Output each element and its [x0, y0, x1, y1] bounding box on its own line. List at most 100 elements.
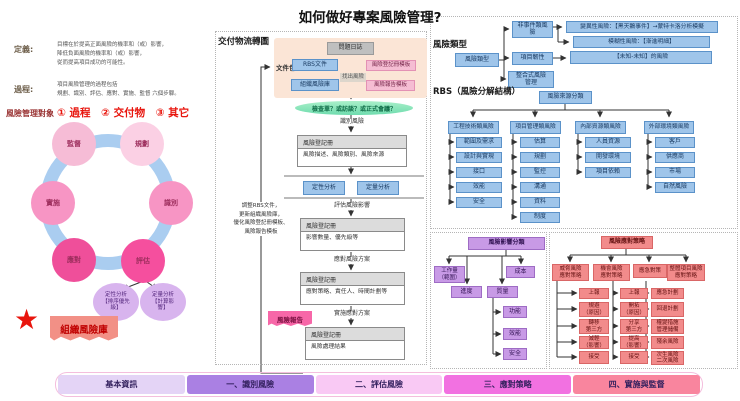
rbs-col4-item: 市場 — [655, 167, 695, 178]
impact-quality-child: 功能 — [503, 306, 527, 318]
rbs-file-box: RBS文件 — [292, 59, 338, 71]
definition-text: 目標在於提高正面風險的機率和（或）影響， 降低負面風險的機率和（或）影響， 從而… — [57, 42, 168, 66]
rbs-col1-item: 安全 — [456, 197, 502, 208]
quantitative-analysis-node: 定量分析 【計算影 響】 — [140, 283, 186, 321]
response-plan-arrow-label: 應對風險方案 — [329, 256, 375, 264]
risk-register-2-content: 影響數量、優先級等 — [306, 235, 359, 241]
risk-objects-label: 風險管理對象 — [6, 109, 54, 118]
phase-bar: 基本資訊 一、識別風險 二、評估風險 三、應對策略 四、實施與監督 — [55, 372, 703, 397]
phase-evaluate: 二、評估風險 — [315, 375, 443, 394]
threat-strategy-item: 減輕 （影響） — [579, 336, 609, 349]
risk-register-box-3: 風險登記冊 應對策略、責任人、時間計劃等 — [300, 272, 405, 305]
impact-workload-box: 工作量 （範圍） — [434, 266, 465, 283]
rbs-section-title: RBS（風險分解結構） — [433, 87, 521, 97]
project-resilience-box: 項目韌性 — [512, 52, 553, 65]
qualitative-analysis-box: 定性分析 — [303, 181, 345, 195]
unknown-unknown-risk-box: 【未知-未知】的風險 — [570, 51, 712, 64]
risk-objects-values: ① 過程 ② 交付物 ③ 其它 — [57, 107, 190, 119]
response-threat-header: 威脅風險 應對策略 — [552, 264, 589, 281]
rbs-col2-item: 估算 — [520, 137, 560, 148]
response-frame — [549, 232, 738, 369]
risk-register-3-title: 風險登記冊 — [301, 273, 404, 286]
issue-log-box: 問題日誌 — [327, 42, 374, 55]
rbs-col2-item: 溝通 — [520, 182, 560, 193]
risk-types-frame — [430, 16, 738, 229]
cycle-step-evaluate: 評估 — [121, 239, 165, 283]
impact-cost-box: 成本 — [506, 266, 535, 278]
cycle-step-respond: 應對 — [52, 238, 96, 282]
opportunity-strategy-item: 提高 （影響） — [620, 336, 648, 349]
cycle-step-implement: 實施 — [31, 181, 75, 225]
contingency-item: 次生風險 二次風險 — [651, 351, 684, 365]
integrated-risk-box: 整合式風險 管理 — [508, 71, 554, 88]
cycle-step-plan: 規劃 — [120, 122, 164, 166]
threat-strategy-item: 轉移 第三方 — [579, 319, 609, 334]
response-overall-header: 整體項目風險 應對策略 — [667, 264, 705, 281]
process-text: 項目風險管理的過程包括 規劃、識別、評估、應對、實施、監督 六個步驟。 — [57, 82, 180, 97]
process-label: 過程: — [14, 85, 34, 94]
rbs-col4-item: 供應商 — [655, 152, 695, 163]
opportunity-strategy-item: 接受 — [620, 351, 648, 364]
variability-risk-box: 變異性風險：【黑天鵝事件】→蒙特卡洛分析模擬 — [566, 21, 718, 33]
risk-objects-row: 風險管理對象 ① 過程 ② 交付物 ③ 其它 — [6, 105, 189, 120]
rbs-col2-item: 規劃 — [520, 152, 560, 163]
impact-quality-child: 效能 — [503, 328, 527, 340]
risk-register-box-4: 風險登記冊 風險處理結果 — [305, 327, 405, 360]
contingency-item: 應急計劃 — [651, 288, 684, 299]
files-label: 文件包 — [276, 64, 296, 72]
feedback-note: 調整RBS文件， 更新組織風險庫， 優化風險登記冊模板、 風險報告模板 — [224, 202, 298, 237]
cycle-step-monitor: 監督 — [52, 122, 96, 166]
impact-quality-box: 質量 — [487, 286, 518, 298]
risk-types-section-title: 風險類型 — [433, 40, 468, 50]
phase-basic-info: 基本資訊 — [58, 375, 185, 394]
risk-register-4-content: 風險處理結果 — [311, 344, 346, 350]
response-opportunity-header: 機會風險 應對策略 — [593, 264, 630, 281]
threat-strategy-item: 上報 — [579, 288, 609, 299]
rbs-col2-item: 資料 — [520, 197, 560, 208]
contingency-item: 殘余風險 — [651, 336, 684, 349]
rbs-col4-header: 外部環境類風險 — [644, 121, 694, 134]
register-template-box: 風險登記冊模板 — [366, 60, 416, 71]
impact-root: 風險影響分類 — [468, 237, 545, 250]
impact-frame — [430, 232, 547, 369]
threat-strategy-item: 接受 — [579, 351, 609, 364]
rbs-col3-item: 人員資源 — [585, 137, 631, 148]
rbs-col3-item: 項目依賴 — [585, 167, 631, 178]
rbs-col3-item: 開發環境 — [585, 152, 631, 163]
report-template-box: 風險報告模板 — [366, 80, 415, 91]
phase-implement-monitor: 四、實施與監督 — [573, 375, 700, 394]
qualitative-analysis-node: 定性分析 【排序優先 級】 — [93, 283, 139, 321]
risk-register-1-title: 風險登記冊 — [298, 136, 406, 149]
opportunity-strategy-item: 上報 — [620, 288, 648, 299]
rbs-col1-item: 範圍及需求 — [456, 137, 502, 148]
risk-types-root: 風險類型 — [455, 53, 499, 67]
risk-register-4-title: 風險登記冊 — [306, 328, 404, 341]
rbs-col2-item: 制度 — [520, 212, 560, 223]
contingency-item: 回退計劃 — [651, 302, 684, 317]
ambiguity-risk-box: 模糊性風險：【漸進明細】 — [573, 36, 710, 48]
rbs-col2-item: 監控 — [520, 167, 560, 178]
risk-register-box-2: 風險登記冊 影響數量、優先級等 — [300, 218, 405, 251]
risk-register-2-title: 風險登記冊 — [301, 219, 404, 232]
rbs-col2-header: 項目管理類風險 — [510, 121, 561, 134]
contingency-item: 權變措施 管理儲備 — [651, 319, 684, 334]
impact-quality-child: 安全 — [503, 348, 527, 360]
rbs-col1-item: 接口 — [456, 167, 502, 178]
quantitative-analysis-box: 定量分析 — [357, 181, 399, 195]
page-title: 如何做好專案風險管理? — [298, 10, 442, 26]
cycle-step-identify: 識別 — [149, 181, 193, 225]
phase-identify: 一、識別風險 — [186, 375, 314, 394]
rbs-col1-header: 工程技術類風險 — [448, 121, 499, 134]
flow-section-title: 交付物流轉圖 — [218, 37, 270, 47]
star-icon: ★ — [14, 303, 40, 336]
risk-register-1-content: 風險描述、風險類別、風險來源 — [303, 152, 385, 158]
threat-strategy-item: 規避 （原因） — [579, 302, 609, 317]
risk-register-3-content: 應對策略、責任人、時間計劃等 — [306, 289, 388, 295]
risk-report-flag: 風險報告 — [268, 311, 312, 326]
deliverable-flow-frame — [215, 31, 427, 365]
response-contingency-header: 應急對策 — [633, 264, 667, 278]
identify-risk-arrow-label: 識別風險 — [337, 118, 367, 126]
opportunity-strategy-item: 開拓 （原因） — [620, 302, 648, 317]
org-db-box: 組織風險庫 — [291, 79, 339, 91]
implement-plan-arrow-label: 實施應對方案 — [329, 310, 375, 318]
